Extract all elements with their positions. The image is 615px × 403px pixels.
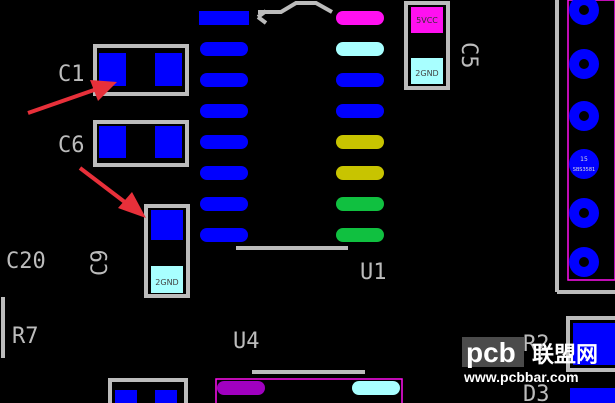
c5-outline: [404, 1, 450, 90]
r2-pad[interactable]: [573, 323, 615, 365]
watermark-cn: 联盟网: [532, 343, 598, 368]
watermark: pcb 联盟网 www.pcbbar.com: [462, 337, 598, 385]
u1-pin-14[interactable]: [336, 73, 384, 87]
c5-pad2-net-label: 2GND: [415, 69, 438, 78]
connector-pin-d[interactable]: [569, 149, 599, 179]
c1-pad-1[interactable]: [99, 53, 126, 86]
c5-pad1-net-label: 5VCC: [416, 16, 438, 25]
u1-pin-1[interactable]: [199, 11, 249, 25]
u1-outline-top: [258, 0, 333, 14]
d3-pad[interactable]: [570, 388, 615, 403]
c5-component[interactable]: 5VCC 2GND: [404, 1, 450, 90]
bottom-left-outline: [108, 378, 188, 403]
u1-pin1-mark: [256, 9, 268, 25]
bottom-left-component[interactable]: [108, 378, 188, 403]
c5-designator: C5: [456, 42, 481, 69]
r7-designator: R7: [12, 324, 39, 349]
connector-courtyard: [567, 0, 615, 281]
u1-pin-15[interactable]: [336, 42, 384, 56]
c1-pad-2[interactable]: [155, 53, 182, 86]
c9-pad-1[interactable]: [151, 210, 183, 240]
u1-pin-8[interactable]: [200, 228, 248, 242]
u1-pin-9[interactable]: [336, 228, 384, 242]
d3-designator: D3: [523, 382, 550, 403]
r2-designator: R2: [523, 332, 550, 357]
c5-pad-2[interactable]: [411, 58, 443, 84]
r2-component[interactable]: [566, 316, 615, 372]
c1-outline: [93, 44, 189, 96]
connector-drill-c: [579, 111, 589, 121]
c9-pad2-net-label: 2GND: [155, 278, 178, 287]
connector-drill-f: [579, 257, 589, 267]
bottom-left-pad-2[interactable]: [155, 390, 177, 403]
c5-pad-1[interactable]: [411, 7, 443, 33]
c9-component[interactable]: 2GND: [144, 204, 190, 298]
u4-designator: U4: [233, 329, 260, 354]
u4-pin-right[interactable]: [352, 381, 400, 395]
c9-designator: C9: [88, 250, 113, 277]
u1-component[interactable]: [199, 0, 384, 250]
annotation-arrow-c1: [27, 80, 117, 115]
c1-component[interactable]: [93, 44, 189, 96]
u1-pin-13[interactable]: [336, 104, 384, 118]
connector-drill-a: [579, 5, 589, 15]
watermark-brand: pcb: [466, 337, 516, 368]
u1-pin-5[interactable]: [200, 135, 248, 149]
c6-pad-1[interactable]: [99, 126, 126, 158]
connector-net-label: SBS3581: [573, 167, 595, 173]
connector-drill-b: [579, 59, 589, 69]
u1-pin-12[interactable]: [336, 135, 384, 149]
watermark-url: www.pcbbar.com: [463, 369, 579, 385]
connector-drill-e: [579, 208, 589, 218]
u1-pin-16[interactable]: [336, 11, 384, 25]
u4-pin-1[interactable]: [217, 381, 265, 395]
watermark-brand-box: [462, 337, 524, 367]
u1-pin-2[interactable]: [200, 42, 248, 56]
u1-pin-3[interactable]: [200, 73, 248, 87]
c6-designator: C6: [58, 133, 85, 158]
c9-outline: [144, 204, 190, 298]
c6-pad-2[interactable]: [155, 126, 182, 158]
u1-pin-10[interactable]: [336, 197, 384, 211]
annotation-arrow-c9: [78, 166, 146, 218]
u1-designator: U1: [360, 260, 387, 285]
u1-pin-11[interactable]: [336, 166, 384, 180]
c9-pad-2[interactable]: [151, 266, 183, 293]
u4-component[interactable]: [215, 370, 403, 403]
c1-designator: C1: [58, 62, 85, 87]
u1-pin-6[interactable]: [200, 166, 248, 180]
connector-component[interactable]: 15 SBS3581: [555, 0, 615, 294]
c6-outline: [93, 120, 189, 167]
c20-designator: C20: [6, 249, 46, 274]
u4-courtyard: [215, 378, 403, 403]
c6-component[interactable]: [93, 120, 189, 167]
bottom-left-pad-1[interactable]: [115, 390, 137, 403]
connector-pin-number: 15: [580, 156, 588, 163]
d3-component[interactable]: [570, 388, 615, 403]
r2-outline: [566, 316, 615, 372]
u1-pin-7[interactable]: [200, 197, 248, 211]
u1-pin-4[interactable]: [200, 104, 248, 118]
